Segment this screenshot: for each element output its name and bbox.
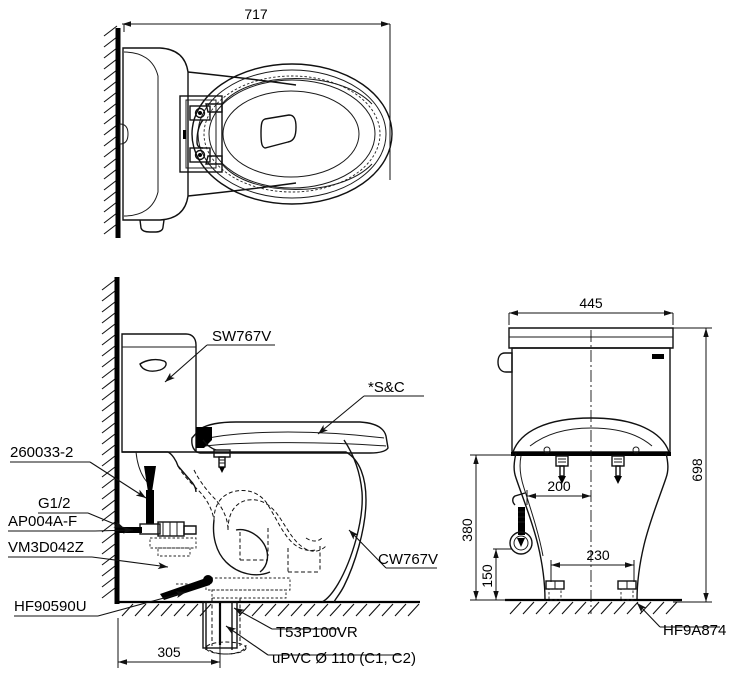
top-view-bowl-rim4 xyxy=(208,79,376,189)
side-view-floor-connector xyxy=(160,575,213,600)
leader-t53p100vr xyxy=(233,607,340,630)
leader-hf90590u xyxy=(14,591,187,617)
top-view-tank-outline xyxy=(122,47,189,221)
top-view-wall-bracket xyxy=(119,123,129,145)
front-view-pedestal-left-inner xyxy=(519,455,544,557)
top-view-hinge-link xyxy=(196,119,204,149)
top-view-hinge-tab-bottom xyxy=(205,155,223,165)
label-bowl: CW767V xyxy=(378,551,438,568)
top-view-water-spot xyxy=(260,114,297,149)
side-view-base-details xyxy=(149,537,291,599)
side-view-trapway-internals xyxy=(177,465,327,574)
top-view-tank-edge-bottom xyxy=(187,182,297,197)
top-view-bowl-rim3 xyxy=(203,75,381,193)
leader-260033-2 xyxy=(10,461,147,499)
side-view-flush-lever xyxy=(139,358,167,372)
side-view-bowl-outline2 xyxy=(321,439,363,603)
top-view-hinge-bolts xyxy=(189,105,211,163)
dimension-230: 230 xyxy=(550,547,635,582)
top-view-bowl-outer xyxy=(191,63,393,205)
front-view-flush-lever xyxy=(497,352,513,373)
label-ap004a-f: AP004A-F xyxy=(8,513,77,530)
label-t53p100vr: T53P100VR xyxy=(276,624,358,641)
side-view-bowl-back xyxy=(122,451,197,493)
dimension-305-text: 305 xyxy=(157,644,181,660)
label-260033-2: 260033-2 xyxy=(10,444,73,461)
leader-g12 xyxy=(38,512,125,529)
dimension-445: 445 xyxy=(508,295,674,325)
label-upvc: uPVC Ø 110 (C1, C2) xyxy=(272,650,416,667)
label-hf9a874: HF9A874 xyxy=(663,622,726,639)
leader-cw767v xyxy=(348,529,437,569)
top-view-seat-hinge-plate xyxy=(179,95,223,173)
dimension-150-text: 150 xyxy=(479,564,495,588)
side-view-seat-hinge xyxy=(196,427,212,448)
top-view-hinge-tab-top xyxy=(205,103,223,113)
front-view-tank-marking xyxy=(652,354,664,359)
top-view-tank-inner xyxy=(123,51,159,217)
front-view-seat-bolts xyxy=(555,455,625,484)
dimension-200: 200 xyxy=(526,478,591,505)
side-view-supply-assembly xyxy=(118,466,197,537)
side-view-bowl-outline xyxy=(196,451,367,603)
top-view-wall-hatching xyxy=(103,25,118,235)
top-view-bowl-rim2 xyxy=(197,69,387,199)
leader-vm3d042z xyxy=(8,556,169,570)
side-view-seat-cover xyxy=(191,421,389,454)
leader-sw767v xyxy=(164,344,275,383)
top-view-flush-button xyxy=(183,130,187,139)
label-hf90590u: HF90590U xyxy=(14,598,87,615)
side-view-group: SW767V xyxy=(8,277,438,668)
label-g12: G1/2 xyxy=(38,495,71,512)
side-view-seat-bolt xyxy=(213,449,231,473)
side-view-wall-hatching xyxy=(101,279,116,599)
front-view-angle-valve xyxy=(509,492,533,555)
side-view-tank-body xyxy=(121,333,197,453)
front-view-seat-seam xyxy=(529,427,653,447)
dimension-380-text: 380 xyxy=(459,518,475,542)
dimension-698: 698 xyxy=(673,327,712,603)
front-view-seat-bumper-right xyxy=(632,446,640,454)
dimension-230-text: 230 xyxy=(586,547,610,563)
front-view-floor-hatching xyxy=(509,601,678,615)
leader-ap004af xyxy=(8,526,134,534)
dimension-380: 380 xyxy=(459,454,513,601)
leader-hf9a874 xyxy=(636,602,720,628)
side-view-bowl-inner xyxy=(212,519,271,576)
label-vm3d042z: VM3D042Z xyxy=(8,539,84,556)
dimension-305: 305 xyxy=(117,606,221,668)
leader-upvc xyxy=(225,625,400,656)
label-seat-cover: *S&C xyxy=(368,379,405,396)
leader-sc xyxy=(317,395,424,435)
dimension-150: 150 xyxy=(479,548,512,600)
side-view-cover-seam xyxy=(199,431,385,441)
side-view-floor-hatching xyxy=(121,603,420,617)
front-view-pedestal-left xyxy=(513,452,546,601)
front-view-tank-lid xyxy=(508,327,674,349)
top-view-tank-edge-top xyxy=(187,71,297,86)
dimension-200-text: 200 xyxy=(547,478,571,494)
side-view-bowl-trap xyxy=(235,528,269,573)
top-view-tank-foot xyxy=(139,219,165,233)
dimension-717: 717 xyxy=(122,6,391,180)
front-view-seat-bumper-left xyxy=(543,446,551,454)
front-view-pedestal-right xyxy=(636,452,669,601)
side-view-bowl-back-inner xyxy=(135,451,151,487)
side-view-seat-seam xyxy=(204,442,387,447)
top-view-group: 717 xyxy=(103,6,393,238)
front-view-group: 445 698 xyxy=(459,295,726,639)
top-view-cover-edge-bottom xyxy=(221,163,373,190)
label-sw767v: SW767V xyxy=(212,328,271,345)
dimension-698-text: 698 xyxy=(689,458,705,482)
dimension-717-text: 717 xyxy=(244,6,268,22)
top-view-cover-edge-top xyxy=(221,78,373,105)
dimension-445-text: 445 xyxy=(579,295,603,311)
top-view-bowl-water-surface xyxy=(222,90,360,178)
front-view-floor-bolts xyxy=(545,580,637,601)
